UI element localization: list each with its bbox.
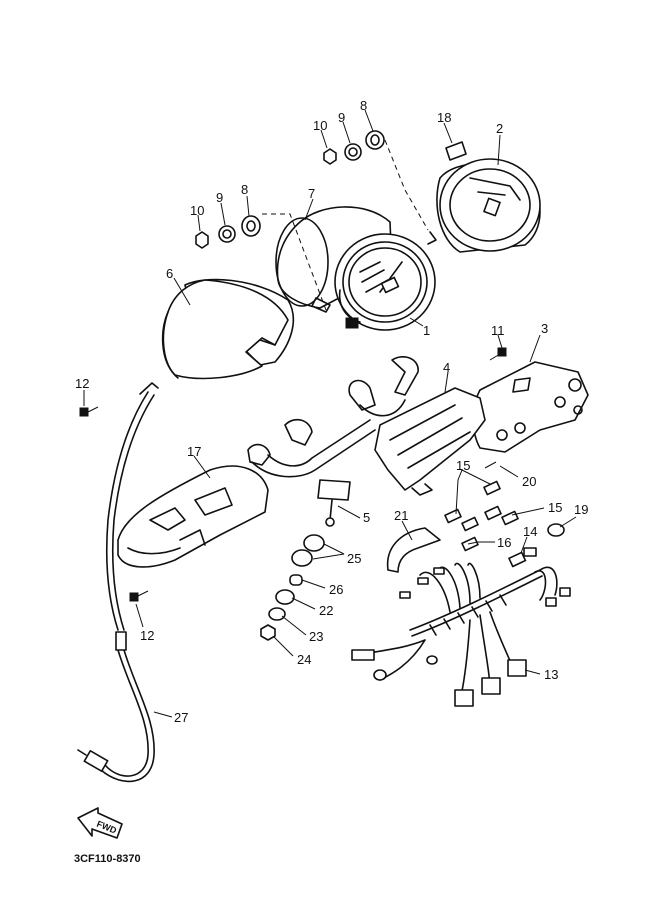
callout-17: 17 xyxy=(187,444,201,459)
callout-26: 26 xyxy=(329,582,343,597)
speedometer-cable-27 xyxy=(77,382,159,783)
callout-10a: 10 xyxy=(190,203,204,218)
callout-15b: 15 xyxy=(548,500,562,515)
callout-12b: 12 xyxy=(140,628,154,643)
screw-12-lower xyxy=(129,590,149,602)
callout-11: 11 xyxy=(491,323,505,338)
stud-line-upper xyxy=(384,139,429,231)
callout-18: 18 xyxy=(437,110,451,125)
callout-5: 5 xyxy=(363,510,370,525)
callout-6: 6 xyxy=(166,266,173,281)
lower-cover-17 xyxy=(117,465,269,568)
callout-14: 14 xyxy=(523,524,537,539)
stud-line-lower xyxy=(262,213,327,311)
callout-13: 13 xyxy=(544,667,558,682)
callout-19: 19 xyxy=(574,502,588,517)
drawing-code: 3CF110-8370 xyxy=(74,853,141,865)
callout-1: 1 xyxy=(423,323,430,338)
bulb-sockets xyxy=(444,461,565,568)
screw-12-upper xyxy=(79,406,99,417)
callout-22: 22 xyxy=(319,603,333,618)
rubber-damper-18 xyxy=(445,141,467,161)
fwd-arrow-icon: FWD xyxy=(77,807,123,839)
tachometer-2 xyxy=(427,158,541,253)
callout-8b: 8 xyxy=(360,98,367,113)
callout-23: 23 xyxy=(309,629,323,644)
meter-cover-6 xyxy=(161,278,295,380)
wiring-harness-13 xyxy=(351,547,571,707)
callout-15a: 15 xyxy=(456,458,470,473)
clip-21 xyxy=(386,527,441,573)
callout-9a: 9 xyxy=(216,190,223,205)
callout-2: 2 xyxy=(496,121,503,136)
callout-20: 20 xyxy=(522,474,536,489)
callout-16: 16 xyxy=(497,535,511,550)
screw-11 xyxy=(489,347,507,361)
fasteners-upper-set xyxy=(323,130,385,165)
callout-25: 25 xyxy=(347,551,361,566)
fasteners-lower-set xyxy=(195,215,261,249)
meter-holder-bracket xyxy=(247,418,376,501)
leader-lines xyxy=(83,109,577,718)
callout-9b: 9 xyxy=(338,110,345,125)
grommet-stack xyxy=(260,534,325,641)
indicator-panel-4 xyxy=(348,356,486,496)
callout-3: 3 xyxy=(541,321,548,336)
callout-7: 7 xyxy=(308,186,315,201)
callout-4: 4 xyxy=(443,360,450,375)
callout-12a: 12 xyxy=(75,376,89,391)
callout-27: 27 xyxy=(174,710,188,725)
callout-labels: 1 2 3 4 5 6 7 8 8 9 9 10 10 11 12 12 13 … xyxy=(75,98,588,725)
speedometer-1 xyxy=(311,233,436,331)
callout-8a: 8 xyxy=(241,182,248,197)
reset-knob-5 xyxy=(325,499,335,527)
bracket-plate-3 xyxy=(472,361,589,453)
callout-10b: 10 xyxy=(313,118,327,133)
callout-24: 24 xyxy=(297,652,311,667)
callout-21: 21 xyxy=(394,508,408,523)
